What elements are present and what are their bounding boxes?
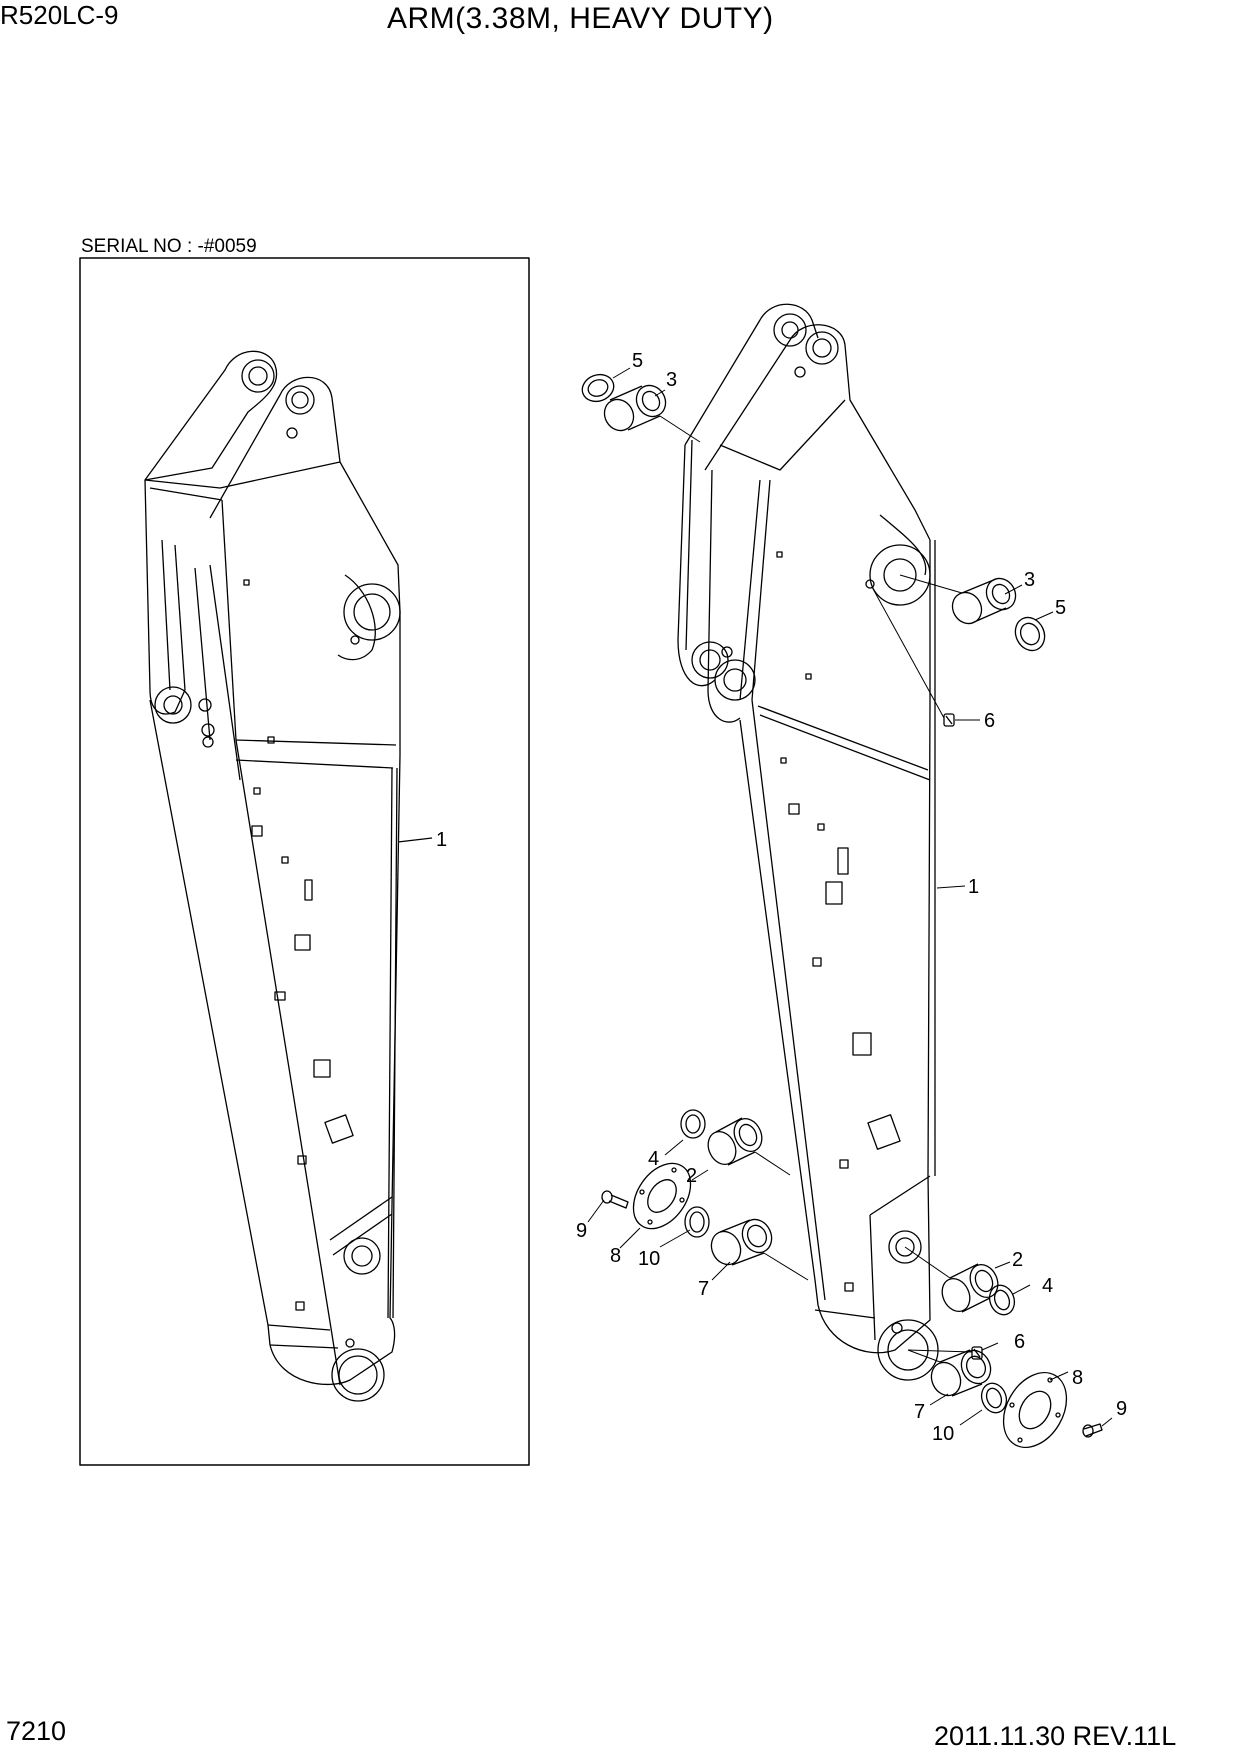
serial-inset-frame [79, 257, 530, 1466]
main-arm-drawing [677, 303, 939, 1381]
part-5-shim-right [1014, 616, 1046, 652]
model-code: R520LC-9 [0, 0, 119, 30]
part-5-shim-top [581, 373, 615, 403]
callout-5-top: 5 [632, 350, 643, 372]
serial-number-label: SERIAL NO : -#0059 [81, 236, 257, 257]
part-9-bolt-left [601, 1190, 629, 1209]
callout-9-right: 9 [1116, 1398, 1127, 1420]
callout-3-top: 3 [666, 369, 677, 391]
page-title: ARM(3.38M, HEAVY DUTY) [387, 2, 774, 35]
assembly-lines [659, 415, 973, 1363]
part-2-bushing-lower-left [707, 1117, 763, 1166]
callout-2-right: 2 [1012, 1249, 1023, 1271]
callout-6-bottom: 6 [1014, 1331, 1025, 1353]
part-9-bolt-right [1082, 1423, 1103, 1438]
part-10-ring-left [684, 1206, 710, 1238]
part-10-ring-right [980, 1382, 1008, 1414]
part-4-shim-lower-left [680, 1109, 706, 1139]
callout-3-right: 3 [1024, 569, 1035, 591]
part-7-bushing-left [710, 1218, 773, 1266]
part-4-shim-right [988, 1284, 1016, 1316]
part-8-plate-left [632, 1162, 692, 1230]
callout-5-right: 5 [1055, 597, 1066, 619]
part-3-bushing-right [951, 577, 1017, 625]
part-6-grease-fitting-top [943, 713, 955, 727]
callout-8-left: 8 [610, 1245, 621, 1267]
inset-arm-drawing [144, 350, 401, 1402]
callout-6-top: 6 [984, 710, 995, 732]
part-7-bushing-right [930, 1349, 992, 1397]
inset-leader-1 [397, 837, 433, 843]
callout-4-right: 4 [1042, 1275, 1053, 1297]
callout-4-left: 4 [648, 1148, 659, 1170]
callout-9-left: 9 [576, 1220, 587, 1242]
page-number: 7210 [6, 1716, 67, 1746]
inset-callout-1: 1 [436, 829, 447, 851]
callout-10-right: 10 [932, 1423, 954, 1445]
callout-10-left: 10 [638, 1248, 660, 1270]
callout-leaders [587, 367, 1113, 1427]
part-3-bushing-top-left [603, 384, 667, 432]
callout-8-right: 8 [1072, 1367, 1083, 1389]
callout-1-main: 1 [968, 876, 979, 898]
revision-date: 2011.11.30 REV.11L [934, 1721, 1177, 1751]
part-2-bushing-right [941, 1263, 999, 1313]
part-8-plate-right [1002, 1371, 1068, 1449]
callout-7-left: 7 [698, 1278, 709, 1300]
callout-2-left: 2 [686, 1165, 697, 1187]
callout-7-right: 7 [914, 1401, 925, 1423]
